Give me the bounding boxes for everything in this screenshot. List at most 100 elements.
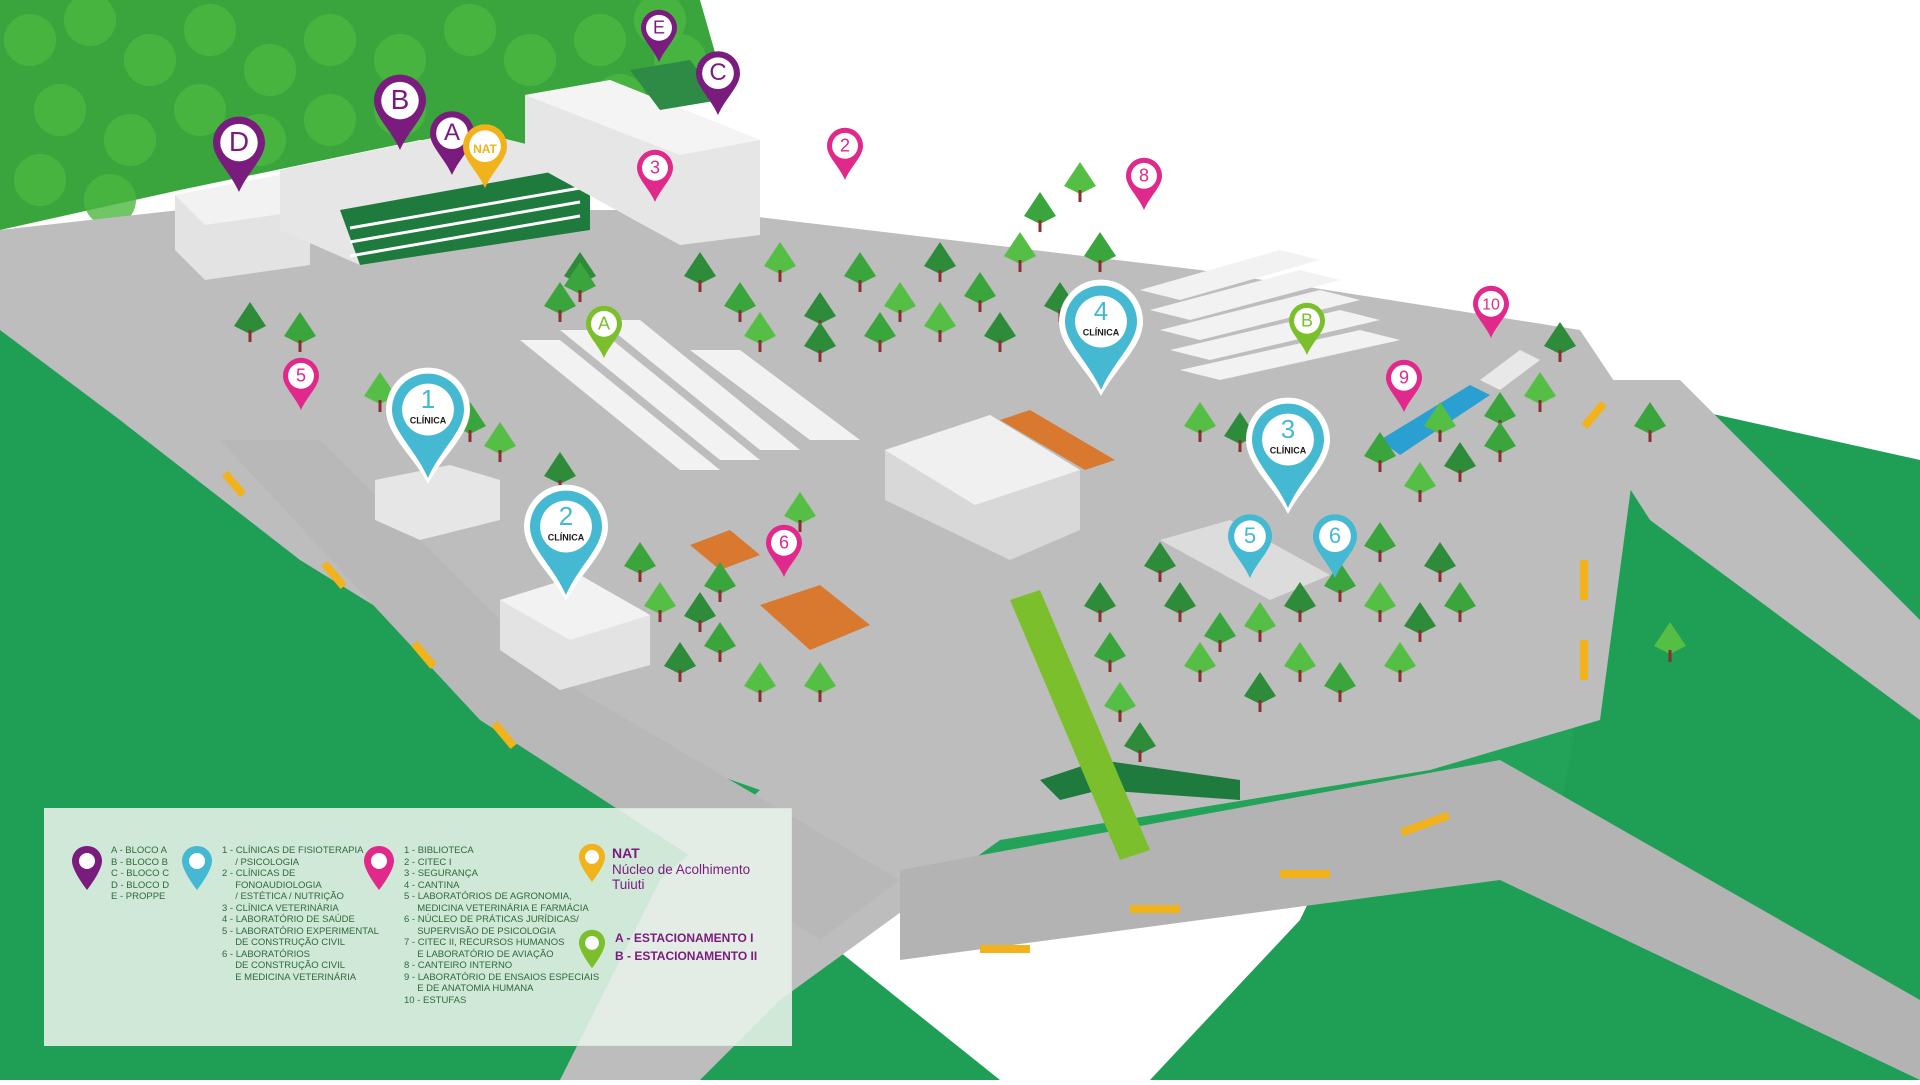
tree-icon: [684, 252, 716, 284]
tree-trunk: [1378, 550, 1382, 562]
tree-icon: [564, 262, 596, 294]
legend-item: 2 - CITEC I: [404, 856, 452, 868]
pin-inner: [1294, 307, 1320, 334]
tree-trunk: [1398, 670, 1402, 682]
pin-label: B: [391, 84, 410, 115]
tree-trunk: [718, 590, 722, 602]
pin-label: 10: [1482, 297, 1500, 314]
pin-label: D: [229, 126, 249, 157]
pin-bloco-b[interactable]: B: [374, 74, 426, 150]
tree-icon: [284, 312, 316, 344]
tree-icon: [1364, 582, 1396, 614]
legend-item: 5 - LABORATÓRIOS DE AGRONOMIA,: [404, 891, 572, 902]
tree-trunk: [978, 300, 982, 312]
pin-label: 6: [779, 533, 789, 553]
pin-sublabel: CLÍNICA: [1270, 445, 1307, 455]
legend-item: / ESTÉTICA / NUTRIÇÃO: [222, 891, 344, 902]
pin-inner: [646, 14, 672, 41]
tree-icon: [1324, 562, 1356, 594]
tree-trunk: [818, 690, 822, 702]
building-lab-orange: [690, 530, 870, 650]
pin-bloco-a[interactable]: A: [430, 111, 474, 175]
legend-item: E - PROPPE: [111, 891, 166, 902]
tree-trunk: [1098, 260, 1102, 272]
pin-servico-2[interactable]: 2: [827, 127, 863, 180]
tree-icon: [1364, 522, 1396, 554]
pin-estacionamento-a[interactable]: A: [586, 305, 622, 358]
tree-icon: [644, 582, 676, 614]
pin-servico-8[interactable]: 8: [1126, 157, 1162, 210]
pin-label: 2: [559, 501, 573, 531]
pin-sublabel: CLÍNICA: [548, 532, 585, 542]
pin-label: NAT: [473, 142, 497, 156]
pin-servico-10[interactable]: 10: [1473, 285, 1509, 338]
pin-bloco-d[interactable]: D: [213, 116, 265, 192]
pin-servico-9[interactable]: 9: [1386, 359, 1422, 412]
tree-trunk: [1018, 260, 1022, 272]
legend-nat-subtitle: Núcleo de Acolhimento Tuiuti: [612, 862, 751, 892]
legend-item: 1 - BIBLIOTECA: [404, 845, 474, 856]
legend-item: 7 - CITEC II, RECURSOS HUMANOS: [404, 937, 565, 948]
pin-label: 1: [421, 384, 435, 414]
tree-trunk: [938, 270, 942, 282]
tree-icon: [624, 542, 656, 574]
tree-icon: [704, 562, 736, 594]
pin-label: C: [709, 59, 726, 86]
tree-trunk: [1298, 670, 1302, 682]
tree-icon: [1084, 582, 1116, 614]
tree-icon: [1654, 622, 1686, 654]
tree-trunk: [558, 310, 562, 322]
tree-icon: [1484, 392, 1516, 424]
pin-nat[interactable]: NAT: [463, 124, 507, 188]
tree-icon: [1484, 422, 1516, 454]
pin-clinica-6[interactable]: 6: [1313, 514, 1357, 578]
tree-icon: [544, 452, 576, 484]
pin-inner: [402, 383, 454, 436]
pin-bloco-e[interactable]: E: [641, 9, 677, 63]
pin-clinica-5[interactable]: 5: [1228, 514, 1272, 578]
pin-label: 8: [1139, 166, 1149, 186]
legend-item: 9 - LABORATÓRIO DE ENSAIOS ESPECIAIS: [404, 971, 600, 983]
tree-icon: [1084, 232, 1116, 264]
tree-icon: [864, 312, 896, 344]
pin-label: 5: [1244, 523, 1256, 548]
pin-bloco-c[interactable]: C: [696, 51, 740, 115]
pin-label: E: [653, 18, 665, 38]
tree-trunk: [1138, 750, 1142, 762]
legend-item: 5 - LABORATÓRIO EXPERIMENTAL: [222, 925, 379, 937]
road-markings: [221, 400, 1607, 953]
pin-label: 4: [1094, 296, 1108, 326]
tree-icon: [1444, 582, 1476, 614]
pin-sublabel: CLÍNICA: [1083, 327, 1120, 337]
tree-icon: [1204, 612, 1236, 644]
pin-label: 3: [1281, 414, 1295, 444]
tree-icon: [1124, 722, 1156, 754]
legend-item: E MEDICINA VETERINÁRIA: [222, 971, 357, 983]
tree-trunk: [1078, 190, 1082, 202]
pin-servico-5[interactable]: 5: [283, 357, 319, 410]
pin-servico-6[interactable]: 6: [766, 524, 802, 577]
pin-inner: [702, 57, 734, 90]
tree-trunk: [1178, 610, 1182, 622]
legend-item: 8 - CANTEIRO INTERNO: [404, 960, 513, 971]
building-gymnasium: [885, 410, 1115, 560]
pin-inner: [1075, 295, 1127, 348]
tree-icon: [884, 282, 916, 314]
tree-trunk: [818, 350, 822, 362]
legend-item: 2 - CLÍNICAS DE: [222, 868, 296, 879]
pin-inner: [288, 362, 314, 389]
tree-icon: [1524, 372, 1556, 404]
legend-item: B - BLOCO B: [111, 856, 169, 868]
pin-servico-3[interactable]: 3: [637, 149, 673, 202]
tree-trunk: [678, 670, 682, 682]
tree-icon: [984, 312, 1016, 344]
pin-inner: [1234, 520, 1266, 553]
pin-estacionamento-b[interactable]: B: [1289, 302, 1325, 355]
tree-trunk: [718, 650, 722, 662]
tree-trunk: [1258, 630, 1262, 642]
